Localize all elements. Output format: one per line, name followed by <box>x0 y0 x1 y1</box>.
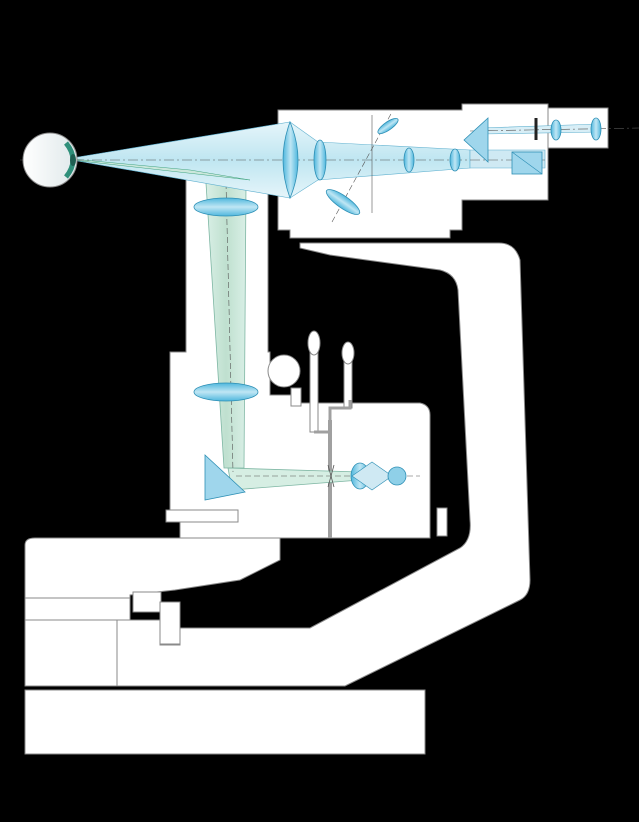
zoom-lens-icon <box>313 139 327 181</box>
zoom-lens-icon-2 <box>403 147 415 173</box>
mirror-icon <box>204 454 246 501</box>
base-plate <box>24 689 426 755</box>
slit-icon <box>314 400 352 434</box>
joystick-stem <box>159 601 181 645</box>
objective-lens-icon <box>282 120 299 200</box>
prism-icon <box>463 117 489 163</box>
splitter-lens-icon <box>377 117 399 135</box>
eye-icon <box>22 132 78 188</box>
slit-post-left <box>309 351 319 433</box>
prism-edge <box>511 151 543 175</box>
condenser-lens-icon-2 <box>193 382 259 402</box>
base-step <box>24 597 131 621</box>
lower-block <box>24 619 118 687</box>
eyeball <box>22 132 78 188</box>
slit-marker-2 <box>327 464 335 488</box>
slit-mechanism <box>307 330 355 433</box>
lamp-socket <box>290 387 302 407</box>
knob-icon-2 <box>341 341 355 365</box>
illumination-axis <box>225 182 234 473</box>
stage-knob <box>436 507 448 537</box>
joystick-housing <box>132 591 162 613</box>
eyepiece-icon <box>550 119 562 141</box>
stage-shelf <box>165 509 239 523</box>
lamp-bulb-icon <box>387 466 407 486</box>
zoom-lens-icon-3 <box>449 148 461 172</box>
condenser-lens-icon <box>193 197 259 217</box>
pupil <box>70 154 76 166</box>
lamp-icon <box>267 354 301 388</box>
splitter-lens-icon-2 <box>325 189 361 215</box>
eyepiece-icon-2 <box>590 117 602 141</box>
ocular-axis <box>469 127 639 132</box>
base-block <box>24 537 281 599</box>
knob-icon <box>307 330 321 356</box>
